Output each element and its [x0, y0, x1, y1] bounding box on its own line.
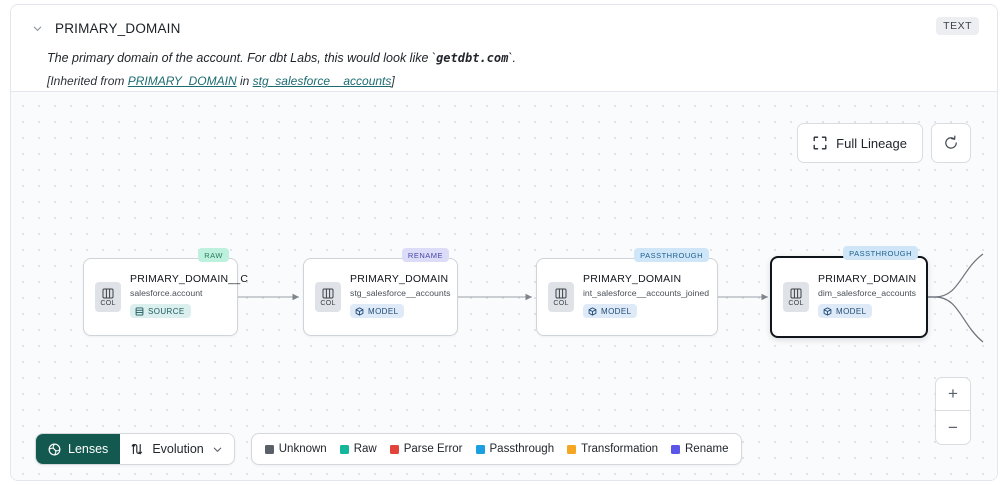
- legend-swatch: [475, 444, 485, 454]
- lenses-group: Lenses Evolution: [35, 433, 235, 465]
- lineage-edge-out-2: [927, 296, 984, 343]
- inherited-model-link[interactable]: stg_salesforce__accounts: [252, 74, 392, 89]
- node-title: PRIMARY_DOMAIN: [818, 273, 917, 286]
- inherited-prefix: [Inherited from: [47, 74, 128, 89]
- legend-swatch: [671, 444, 680, 454]
- data-type-badge: TEXT: [936, 17, 979, 35]
- description-text-post: `.: [508, 51, 516, 65]
- lineage-canvas[interactable]: Full Lineage: [11, 92, 997, 480]
- refresh-icon: [943, 135, 959, 151]
- column-detail-panel: PRIMARY_DOMAIN TEXT The primary domain o…: [10, 4, 998, 481]
- lineage-node-primary-domain-c[interactable]: RAW COL PRIMARY_DOMAIN__C salesforce.acc…: [83, 248, 249, 336]
- column-icon: COL: [315, 282, 341, 312]
- zoom-controls: + −: [935, 377, 971, 445]
- lens-badge: RENAME: [401, 248, 449, 262]
- node-subtitle: salesforce.account: [130, 288, 203, 299]
- lineage-bottom-bar: Lenses Evolution: [35, 433, 743, 465]
- lens-badge: PASSTHROUGH: [634, 248, 709, 262]
- evolution-icon: [130, 442, 144, 456]
- legend-label: Parse Error: [403, 443, 463, 455]
- node-type-label: SOURCE: [148, 306, 185, 316]
- refresh-button[interactable]: [931, 123, 971, 163]
- lens-badge: PASSTHROUGH: [843, 246, 918, 260]
- inherited-middle: in: [236, 74, 253, 89]
- header-divider: [11, 91, 997, 92]
- lens-icon: [48, 443, 61, 456]
- legend-item-parse-error: Parse Error: [389, 443, 463, 455]
- legend-item-rename: Rename: [671, 443, 728, 455]
- full-lineage-button[interactable]: Full Lineage: [797, 123, 923, 163]
- zoom-out-button[interactable]: −: [948, 417, 958, 437]
- legend-item-transformation: Transformation: [567, 443, 658, 455]
- legend-label: Transformation: [581, 443, 658, 455]
- chevron-down-icon: [212, 444, 223, 455]
- inherited-suffix: ]: [391, 74, 395, 89]
- lineage-node-int-salesforce-accounts-joined[interactable]: PASSTHROUGH COL PRIMARY_DOMAIN int_sales…: [536, 248, 718, 336]
- inherited-from-note: [Inherited from PRIMARY_DOMAIN in stg_sa…: [47, 74, 979, 88]
- database-icon: [135, 307, 144, 316]
- lenses-label: Lenses: [68, 442, 109, 456]
- node-type-badge: MODEL: [818, 304, 873, 319]
- column-chip-label: COL: [100, 299, 116, 307]
- legend-swatch: [339, 444, 349, 454]
- node-type-badge: MODEL: [583, 304, 638, 319]
- node-type-label: MODEL: [836, 306, 867, 316]
- evolution-label: Evolution: [152, 442, 204, 456]
- legend-swatch: [264, 444, 274, 454]
- description-text-pre: The primary domain of the account. For d…: [47, 51, 437, 65]
- node-title: PRIMARY_DOMAIN: [583, 273, 682, 286]
- legend-swatch: [389, 444, 399, 454]
- node-type-badge: MODEL: [350, 304, 405, 319]
- cube-icon: [823, 307, 832, 316]
- column-chip-label: COL: [788, 299, 804, 307]
- lens-badge: RAW: [198, 248, 229, 262]
- legend-label: Rename: [685, 443, 729, 455]
- description-code: getdbt.com: [436, 51, 509, 65]
- inherited-column-link[interactable]: PRIMARY_DOMAIN: [127, 74, 237, 89]
- legend-label: Unknown: [278, 443, 327, 455]
- column-header: PRIMARY_DOMAIN TEXT The primary domain o…: [11, 5, 997, 92]
- node-subtitle: int_salesforce__accounts_joined: [583, 288, 710, 299]
- zoom-in-button[interactable]: +: [936, 378, 970, 411]
- node-subtitle: dim_salesforce_accounts: [818, 288, 917, 299]
- lineage-legend: Unknown Raw Parse Error Passthrough Tran…: [250, 433, 743, 465]
- legend-item-unknown: Unknown: [264, 443, 327, 455]
- column-chip-label: COL: [553, 299, 569, 307]
- page-title: PRIMARY_DOMAIN: [55, 20, 181, 36]
- legend-label: Raw: [353, 443, 377, 455]
- evolution-dropdown[interactable]: Evolution: [120, 434, 234, 464]
- lineage-toolbar: Full Lineage: [797, 123, 971, 163]
- cube-icon: [355, 307, 364, 316]
- legend-swatch: [567, 444, 577, 454]
- expand-icon: [813, 136, 827, 150]
- chevron-down-icon[interactable]: [29, 20, 45, 36]
- node-title: PRIMARY_DOMAIN__C: [130, 273, 249, 286]
- column-description: The primary domain of the account. For d…: [47, 49, 979, 67]
- column-icon: COL: [783, 282, 809, 312]
- node-type-label: MODEL: [601, 306, 632, 316]
- legend-label: Passthrough: [489, 443, 555, 455]
- node-type-badge: SOURCE: [130, 304, 191, 319]
- lenses-button[interactable]: Lenses: [36, 434, 121, 464]
- legend-item-raw: Raw: [339, 443, 377, 455]
- cube-icon: [588, 307, 597, 316]
- node-type-label: MODEL: [368, 306, 399, 316]
- legend-item-passthrough: Passthrough: [475, 443, 555, 455]
- node-subtitle: stg_salesforce__accounts: [350, 288, 451, 299]
- full-lineage-label: Full Lineage: [836, 135, 907, 151]
- column-icon: COL: [548, 282, 574, 312]
- lineage-node-dim-salesforce-accounts[interactable]: PASSTHROUGH COL PRIMARY_DOMAIN dim_sales…: [770, 246, 928, 338]
- lineage-node-stg-salesforce-accounts[interactable]: RENAME COL PRIMARY_DOMAIN stg_salesforce…: [303, 248, 458, 336]
- column-chip-label: COL: [320, 299, 336, 307]
- column-icon: COL: [95, 282, 121, 312]
- lineage-edge-out-1: [927, 253, 984, 298]
- node-title: PRIMARY_DOMAIN: [350, 273, 449, 286]
